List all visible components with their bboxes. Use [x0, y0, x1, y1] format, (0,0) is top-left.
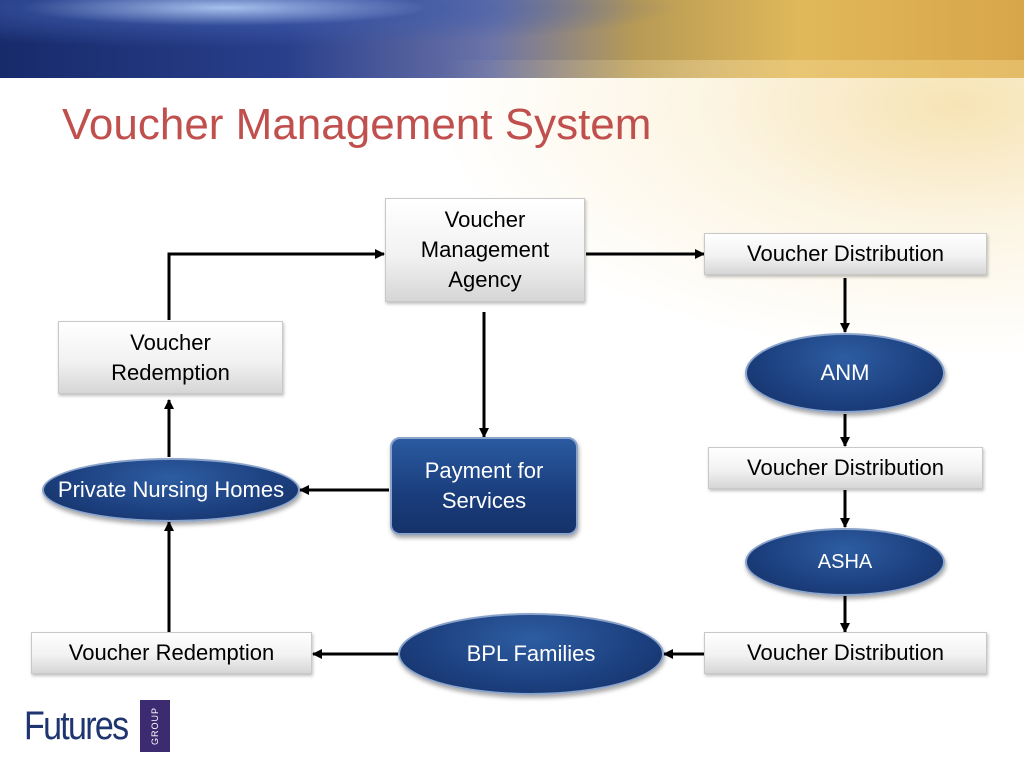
- node-voucher-distribution-middle: Voucher Distribution: [708, 447, 983, 489]
- node-voucher-management-agency: Voucher Management Agency: [385, 198, 585, 302]
- node-asha: ASHA: [745, 528, 945, 596]
- slide-title: Voucher Management System: [62, 100, 652, 149]
- node-payment-for-services: Payment for Services: [390, 437, 578, 535]
- node-bpl-families: BPL Families: [398, 613, 664, 695]
- node-voucher-redemption-bottom: Voucher Redemption: [31, 632, 312, 674]
- futures-group-logo: Futures GROUP: [24, 698, 174, 756]
- arrow-vr-top-to-vma: [167, 249, 385, 320]
- node-voucher-distribution-bottom: Voucher Distribution: [704, 632, 987, 674]
- logo-subtext: GROUP: [150, 707, 160, 746]
- node-anm: ANM: [745, 333, 945, 413]
- node-voucher-redemption-top: Voucher Redemption: [58, 321, 283, 394]
- logo-box: [140, 700, 170, 752]
- node-voucher-distribution-top: Voucher Distribution: [704, 233, 987, 275]
- logo-text: Futures: [24, 704, 129, 748]
- node-private-nursing-homes: Private Nursing Homes: [42, 458, 300, 522]
